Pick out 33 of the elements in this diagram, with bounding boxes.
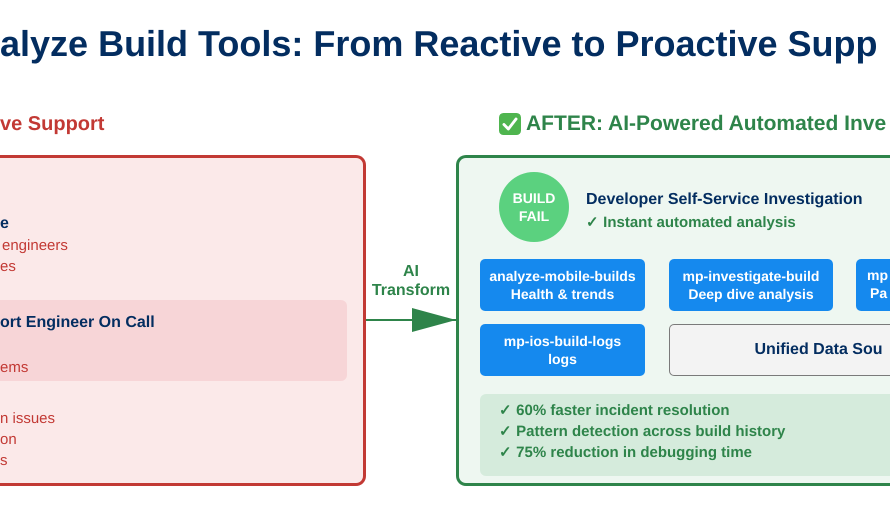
- tool-name: analyze-mobile-builds: [489, 267, 636, 285]
- tool-description: Health & trends: [510, 285, 614, 303]
- section-heading: Developer Self-Service Investigation: [586, 190, 863, 210]
- item-text: engineers: [2, 237, 68, 255]
- tool-description: logs: [548, 350, 577, 368]
- item-heading: e: [0, 214, 9, 234]
- tool-name: mp-ios-build-logs: [504, 332, 622, 350]
- arrow: [366, 308, 456, 332]
- item-heading: ort Engineer On Call: [0, 313, 155, 332]
- benefit-item: ✓ 60% faster incident resolution: [499, 402, 730, 420]
- item-text: ems: [0, 359, 28, 377]
- tool-description: Pa: [870, 285, 888, 302]
- panel-heading: ve Support: [0, 112, 104, 136]
- tool-name: mp-investigate-build: [682, 267, 820, 285]
- item-text: es: [0, 258, 16, 276]
- card-heading: Unified Data Sou: [754, 340, 883, 359]
- data-source-card: [669, 324, 890, 376]
- tool-card: [669, 259, 833, 311]
- benefit-item: ✓ 75% reduction in debugging time: [499, 444, 752, 462]
- benefits-panel: [480, 394, 890, 476]
- panel-heading: AFTER: AI-Powered Automated Inve: [526, 111, 886, 136]
- benefit-item: ✓ Pattern detection across build history: [499, 423, 786, 441]
- tool-name: mp: [867, 267, 888, 284]
- status-text: ✓ Instant automated analysis: [586, 214, 796, 232]
- item-text: s: [0, 452, 8, 470]
- tool-card: [480, 324, 645, 376]
- page-title: alyze Build Tools: From Reactive to Proactive Supp: [0, 22, 878, 66]
- circle-label: BUILD FAIL: [512, 189, 556, 225]
- tool-card: [856, 259, 890, 311]
- tool-description: Deep dive analysis: [688, 285, 814, 303]
- tool-card: [480, 259, 645, 311]
- item-text: on: [0, 431, 17, 449]
- item-text: n issues: [0, 410, 56, 428]
